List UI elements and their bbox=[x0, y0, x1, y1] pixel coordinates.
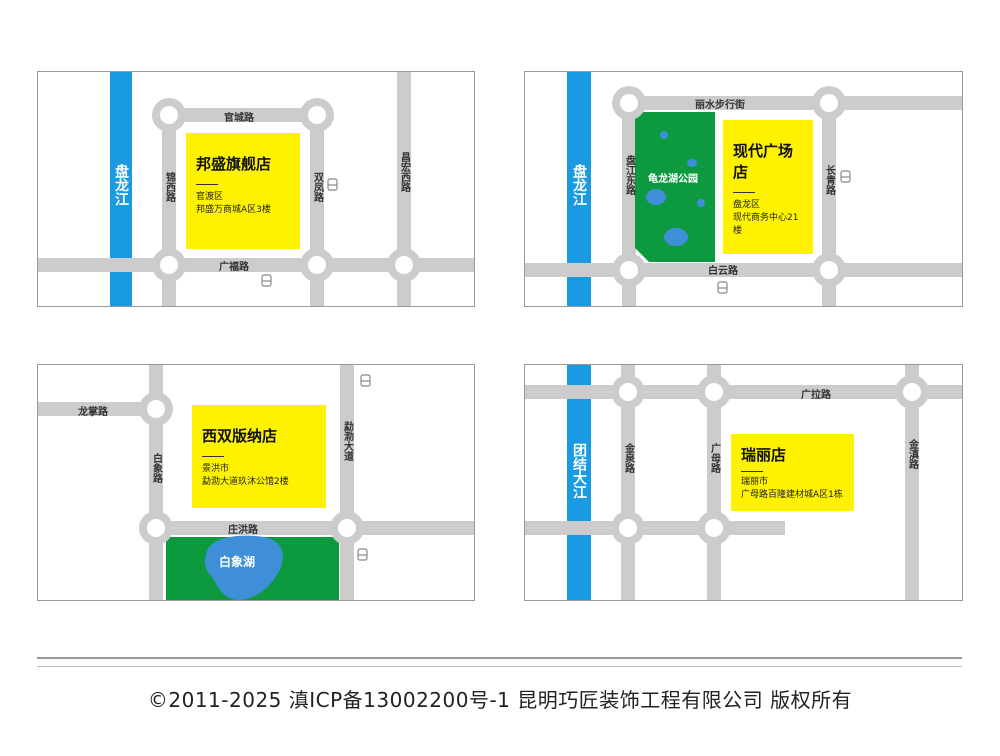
store-card[interactable]: 邦盛旗舰店 官渡区 邦盛万商城A区3楼 bbox=[186, 133, 300, 249]
road-label-guangla: 广拉路 bbox=[801, 388, 832, 401]
map-ruili-canvas: 团结大江 广拉路 金泉路 广母路 金滇路 bbox=[525, 365, 962, 600]
lake bbox=[204, 535, 283, 600]
road-label-changhong: 昌宏西路 bbox=[399, 152, 411, 193]
map-xiandai: 盘龙江 丽水步行街 盘江东路 长青路 白云路 龟龙湖公园 现代广场店 盘龙区 现… bbox=[524, 71, 963, 307]
road-label-changqing: 长青路 bbox=[824, 164, 836, 196]
road-changhong bbox=[397, 72, 411, 306]
store-district: 景洪市 bbox=[202, 464, 230, 474]
store-address: 邦盛万商城A区3楼 bbox=[196, 205, 271, 215]
river-label: 盘龙江 bbox=[571, 163, 588, 207]
road-label-zhuanghong: 庄洪路 bbox=[228, 523, 259, 536]
river bbox=[567, 365, 591, 600]
store-name: 邦盛旗舰店 bbox=[196, 155, 272, 173]
store-address: 现代商务中心21楼 bbox=[733, 213, 799, 236]
road-label-panjiang: 盘江东路 bbox=[624, 154, 636, 196]
road-label-guangfu: 广福路 bbox=[219, 260, 250, 273]
map-ruili: 团结大江 广拉路 金泉路 广母路 金滇路 瑞丽店 瑞丽市 广母路百隆建材城A区1… bbox=[524, 364, 963, 601]
store-name: 西双版纳店 bbox=[202, 427, 278, 445]
map-bangsheng-canvas: 盘龙江 官城路 锦西路 双凤路 昌宏西路 广福路 bbox=[38, 72, 474, 306]
road-label-baiyun: 白云路 bbox=[708, 264, 739, 277]
river bbox=[110, 72, 132, 306]
park-area bbox=[635, 112, 715, 262]
river-label: 团结大江 bbox=[571, 443, 587, 500]
road-label-guancheng: 官城路 bbox=[224, 111, 255, 124]
road-zhuanghong bbox=[149, 521, 474, 535]
road-label-shuangfeng: 双凤路 bbox=[312, 172, 324, 203]
store-district: 瑞丽市 bbox=[741, 477, 769, 487]
park-pond bbox=[687, 159, 697, 167]
road-label-guangmu: 广母路 bbox=[709, 442, 721, 474]
bus-stop-icon bbox=[360, 374, 371, 387]
road-guangfu bbox=[38, 258, 474, 272]
bus-stop-icon bbox=[357, 548, 368, 561]
road-lishui bbox=[615, 96, 962, 110]
road-mengle bbox=[340, 365, 354, 600]
divider bbox=[741, 471, 763, 472]
copyright-footer: ©2011-2025 滇ICP备13002200号-1 昆明巧匠装饰工程有限公司… bbox=[147, 688, 853, 712]
store-card[interactable]: 瑞丽店 瑞丽市 广母路百隆建材城A区1栋 bbox=[731, 434, 854, 511]
bus-stop-icon bbox=[261, 274, 272, 287]
road-guancheng bbox=[162, 108, 324, 122]
river-label: 盘龙江 bbox=[113, 163, 130, 207]
road-label-jinquan: 金泉路 bbox=[623, 442, 636, 474]
road-baiyun bbox=[525, 263, 962, 277]
bus-stop-icon bbox=[717, 281, 728, 294]
lake-label: 白象湖 bbox=[219, 554, 255, 569]
map-xishuangbanna-canvas: 龙掌路 白象路 勐泐大道 庄洪路 白象湖 bbox=[38, 365, 474, 600]
store-card[interactable]: 现代广场店 盘龙区 现代商务中心21楼 bbox=[723, 120, 813, 254]
store-card[interactable]: 西双版纳店 景洪市 勐泐大道玖沐公馆2楼 bbox=[192, 405, 326, 508]
map-bangsheng: 盘龙江 官城路 锦西路 双凤路 昌宏西路 广福路 邦盛旗舰店 官渡区 邦盛万商城… bbox=[37, 71, 475, 307]
divider bbox=[196, 184, 218, 185]
footer-divider bbox=[37, 657, 962, 659]
store-name: 瑞丽店 bbox=[741, 446, 787, 464]
map-xiandai-canvas: 盘龙江 丽水步行街 盘江东路 长青路 白云路 龟龙湖公园 bbox=[525, 72, 962, 306]
road-jindian bbox=[905, 365, 919, 600]
store-district: 官渡区 bbox=[196, 192, 224, 202]
divider bbox=[202, 456, 224, 457]
divider bbox=[733, 192, 755, 193]
store-district: 盘龙区 bbox=[733, 200, 761, 210]
road-label-jinxi: 锦西路 bbox=[164, 171, 176, 203]
store-address: 勐泐大道玖沐公馆2楼 bbox=[202, 477, 289, 487]
road-label-mengle: 勐泐大道 bbox=[342, 420, 354, 462]
road-longzhang bbox=[38, 402, 162, 416]
road-label-lishui: 丽水步行街 bbox=[695, 98, 745, 111]
park-label: 龟龙湖公园 bbox=[648, 172, 698, 185]
road-label-jindian: 金滇路 bbox=[907, 438, 920, 470]
park-pond bbox=[664, 228, 688, 246]
park-pond bbox=[646, 189, 666, 205]
road-label-longzhang: 龙掌路 bbox=[77, 405, 109, 418]
store-name: 现代广场店 bbox=[733, 142, 794, 181]
bus-stop-icon bbox=[327, 178, 338, 191]
store-address: 广母路百隆建材城A区1栋 bbox=[741, 490, 843, 500]
park-pond bbox=[697, 199, 705, 207]
road-secondary bbox=[525, 521, 785, 535]
park-pond bbox=[660, 131, 668, 139]
road-label-baixiang: 白象路 bbox=[151, 452, 163, 484]
footer-divider bbox=[37, 666, 962, 667]
map-xishuangbanna: 龙掌路 白象路 勐泐大道 庄洪路 白象湖 西双版纳店 景洪市 勐泐大道玖沐公馆2… bbox=[37, 364, 475, 601]
bus-stop-icon bbox=[840, 170, 851, 183]
